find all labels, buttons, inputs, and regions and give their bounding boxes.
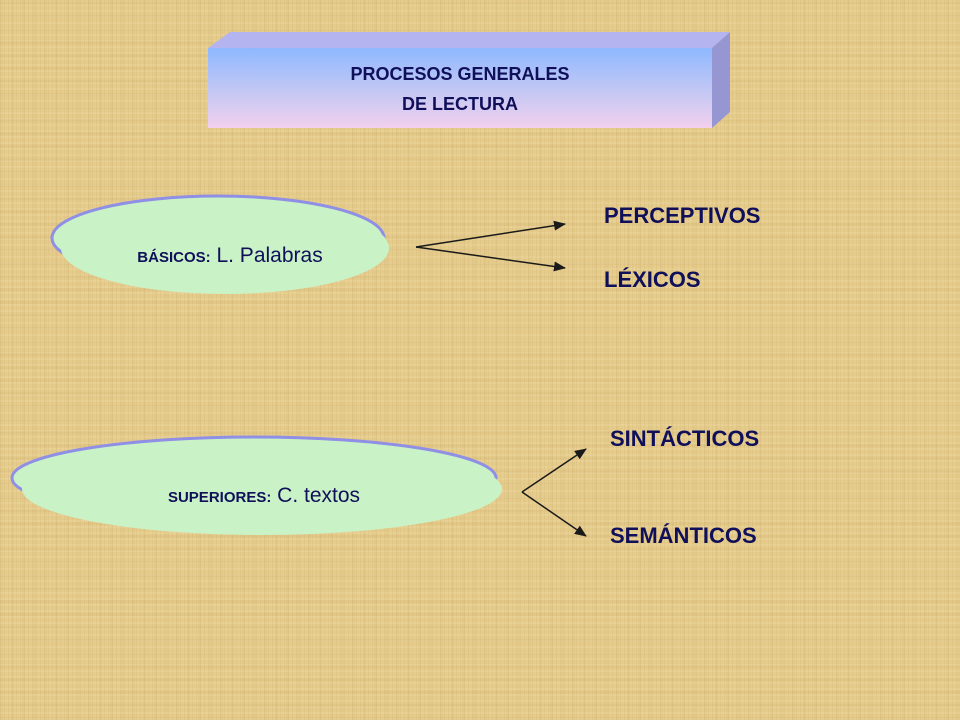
superiores-prefix: SUPERIORES: — [168, 489, 271, 506]
title-box-side-face — [712, 32, 730, 128]
title-box-top-face — [208, 32, 730, 48]
title-box: PROCESOS GENERALES DE LECTURA — [208, 32, 730, 128]
semanticos-label: SEMÁNTICOS — [610, 523, 757, 548]
arrow-to-semanticos — [521, 491, 587, 537]
title-line-1: PROCESOS GENERALES — [350, 64, 569, 84]
arrow-to-perceptivos — [415, 220, 566, 248]
basicos-suffix: L. Palabras — [211, 244, 323, 267]
superiores-suffix: C. textos — [271, 484, 360, 507]
lexicos-label: LÉXICOS — [604, 267, 701, 292]
basicos-prefix: BÁSICOS: — [137, 249, 210, 266]
arrow-to-sintacticos — [521, 448, 587, 493]
basicos-label: BÁSICOS: L. Palabras — [137, 244, 322, 267]
perceptivos-label: PERCEPTIVOS — [604, 203, 760, 228]
superiores-oval: SUPERIORES: C. textos — [10, 435, 502, 535]
title-line-2: DE LECTURA — [402, 94, 518, 114]
sintacticos-label: SINTÁCTICOS — [610, 426, 759, 451]
title-box-front-face — [208, 48, 712, 128]
basicos-oval: BÁSICOS: L. Palabras — [50, 194, 389, 294]
basicos-oval-body — [61, 202, 389, 294]
arrow-to-lexicos — [415, 246, 566, 272]
superiores-label: SUPERIORES: C. textos — [168, 484, 360, 507]
superiores-oval-body — [22, 443, 502, 535]
